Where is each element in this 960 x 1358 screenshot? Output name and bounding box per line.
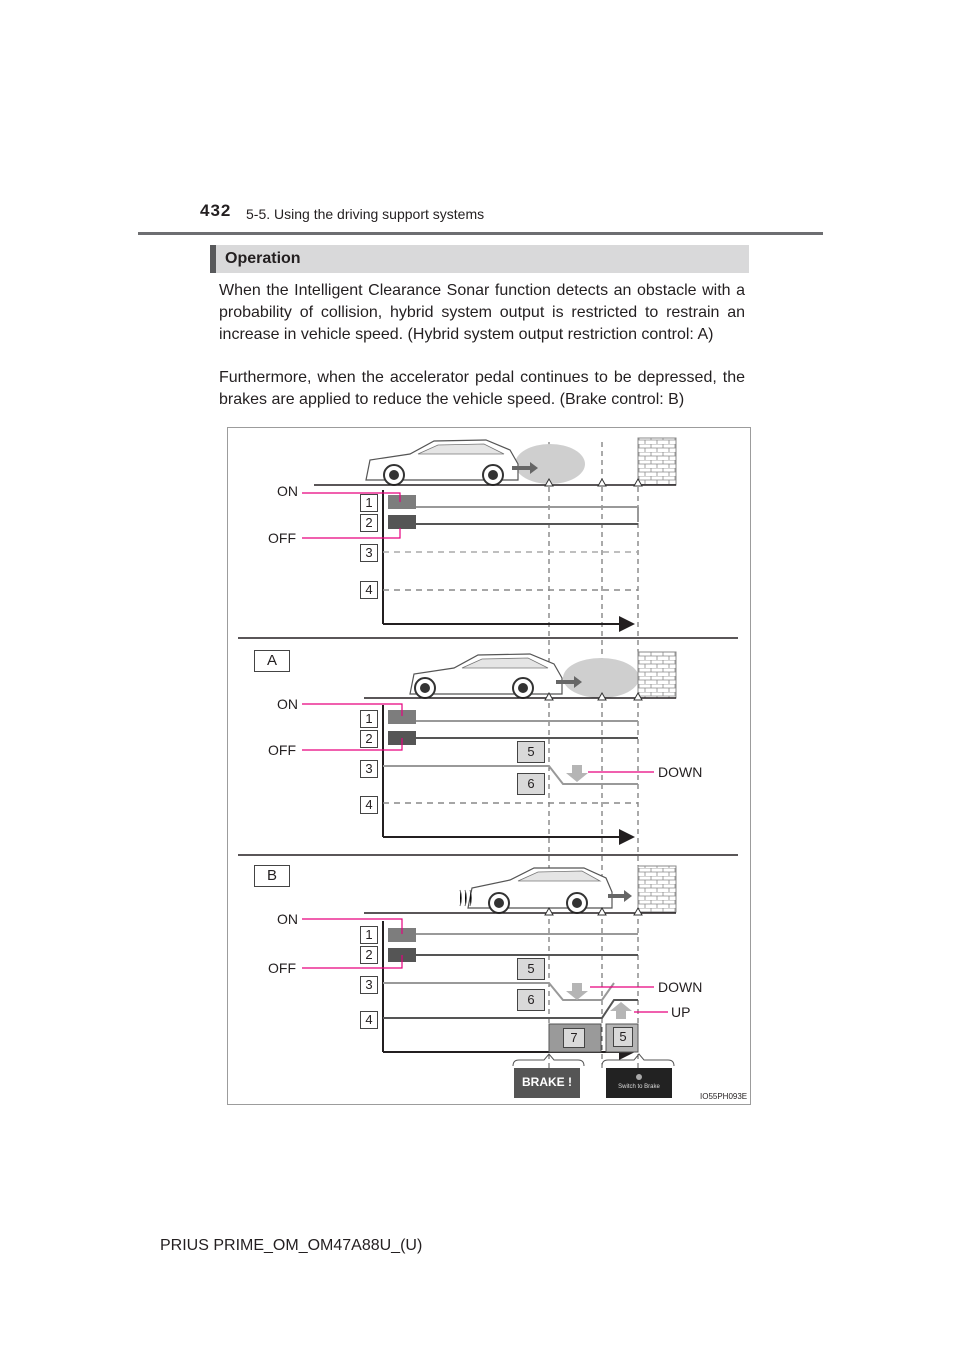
switch-to-brake-display	[606, 1068, 672, 1098]
paragraph-2: Furthermore, when the accelerator pedal …	[219, 369, 745, 408]
brake-display	[514, 1068, 580, 1098]
down-label-a: DOWN	[658, 764, 703, 780]
num-6-a: 6	[517, 773, 545, 795]
num-3-b: 3	[360, 976, 378, 994]
page-number: 432	[200, 201, 232, 220]
callout-lines-b	[302, 918, 668, 1013]
on-label-top: ON	[277, 483, 298, 499]
operation-heading: Operation	[225, 250, 301, 267]
num-5-a: 5	[517, 741, 545, 763]
wall-a	[637, 651, 677, 699]
num-4-a: 4	[360, 796, 378, 814]
num-4-top: 4	[360, 581, 378, 599]
car-top	[365, 439, 585, 486]
header-rule	[138, 232, 823, 235]
reference-lines	[548, 442, 639, 1068]
diagram-graphics	[238, 437, 738, 1098]
car-b	[459, 867, 632, 914]
off-label-b: OFF	[268, 960, 296, 976]
num-1-b: 1	[360, 926, 378, 944]
heading-marker	[210, 245, 216, 273]
display-braces	[512, 1053, 675, 1067]
on-label-a: ON	[277, 696, 298, 712]
down-label-b: DOWN	[658, 979, 703, 995]
wall-top	[637, 437, 677, 486]
switch-to-brake-text: Switch to Brake	[618, 1084, 660, 1090]
off-label-a: OFF	[268, 742, 296, 758]
num-5-b: 5	[517, 958, 545, 980]
up-label-b: UP	[671, 1004, 691, 1020]
num-4-b: 4	[360, 1011, 378, 1029]
section-title: 5-5. Using the driving support systems	[246, 206, 485, 222]
car-a	[409, 653, 639, 699]
section-a-tag: A	[254, 650, 290, 672]
num-1-a: 1	[360, 710, 378, 728]
brake-display-text: BRAKE !	[522, 1075, 572, 1089]
footer-document-id: PRIUS PRIME_OM_OM47A88U_(U)	[160, 1237, 423, 1254]
num-2-top: 2	[360, 514, 378, 532]
wall-b	[637, 865, 677, 913]
timing-chart-top	[382, 490, 639, 632]
num-5-b-brake: 5	[613, 1027, 633, 1047]
callout-lines-top	[302, 492, 401, 539]
timing-chart-a	[382, 705, 638, 845]
timing-chart-b	[382, 921, 639, 1060]
num-1-top: 1	[360, 494, 378, 512]
operation-diagram: ON OFF ON OFF DOWN ON OFF DOWN UP A B 1 …	[227, 427, 751, 1105]
operation-heading-bar: Operation	[210, 245, 749, 273]
off-label-top: OFF	[268, 530, 296, 546]
callout-lines-a	[302, 703, 654, 773]
section-b-tag: B	[254, 865, 290, 887]
figure-code: IO55PH093E	[700, 1092, 748, 1101]
paragraph-1: When the Intelligent Clearance Sonar fun…	[219, 282, 745, 343]
on-label-b: ON	[277, 911, 298, 927]
num-2-b: 2	[360, 946, 378, 964]
num-3-top: 3	[360, 544, 378, 562]
num-3-a: 3	[360, 760, 378, 778]
num-6-b: 6	[517, 989, 545, 1011]
num-7-b: 7	[563, 1028, 585, 1048]
num-2-a: 2	[360, 730, 378, 748]
